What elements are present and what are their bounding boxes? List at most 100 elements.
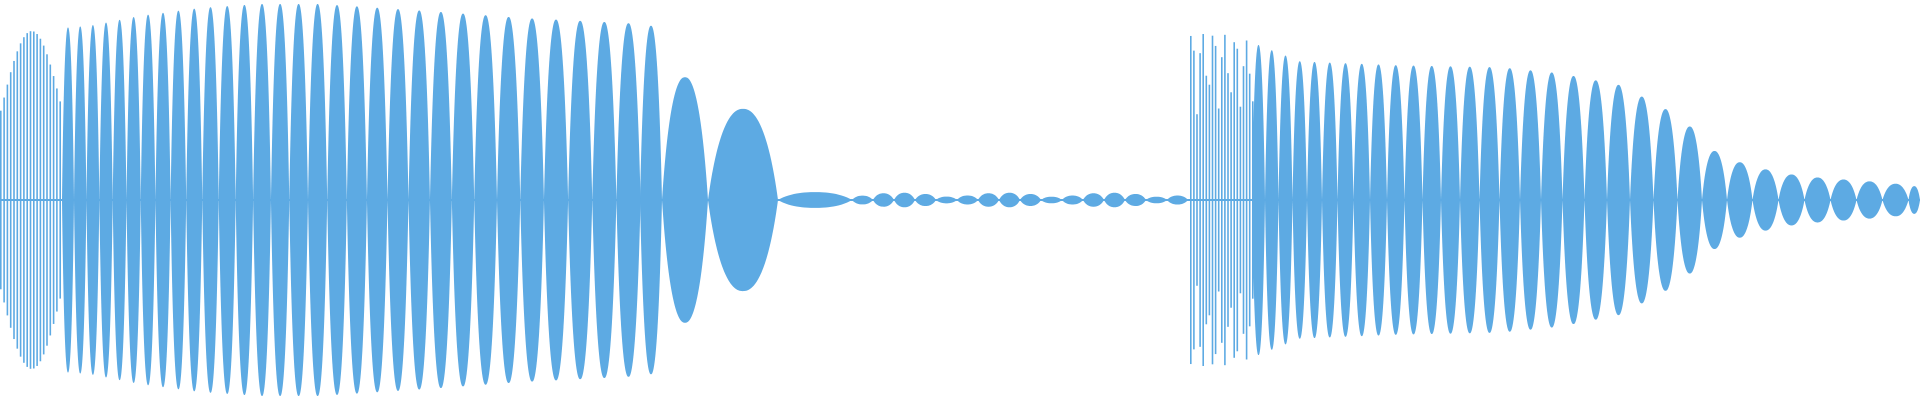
waveform-lobe <box>662 77 708 323</box>
waveform-lobe <box>497 16 521 384</box>
waveform-lobe <box>640 25 662 375</box>
waveform-lobe <box>543 19 569 381</box>
waveform-lobe <box>289 3 308 397</box>
waveform-lobe <box>1677 126 1702 274</box>
waveform-lobe <box>1653 109 1678 291</box>
waveform-lobe <box>1387 65 1405 335</box>
waveform-lobe <box>1607 84 1630 316</box>
waveform-sample-bar <box>1199 53 1201 347</box>
waveform-sample-bar <box>13 60 15 340</box>
waveform-lobe <box>429 11 452 389</box>
waveform-lobe <box>74 26 87 374</box>
waveform-lobe <box>1370 64 1387 336</box>
waveform-lobe <box>202 7 219 393</box>
waveform-lobe <box>1562 75 1585 325</box>
waveform-lobe <box>308 3 328 397</box>
waveform-ripple <box>936 196 957 204</box>
waveform-ripple <box>1125 194 1146 206</box>
waveform-sample-bar <box>33 31 35 369</box>
waveform-lobe <box>253 3 271 397</box>
waveform-lobe <box>1252 44 1265 356</box>
waveform-lobe <box>1804 177 1831 223</box>
waveform-ripple <box>957 195 978 205</box>
waveform-lobe <box>1353 63 1370 337</box>
waveform-lobe <box>520 18 544 382</box>
waveform-lobe <box>186 8 203 392</box>
waveform-lobe <box>218 6 236 394</box>
waveform-sample-bar <box>26 33 28 367</box>
waveform-sample-bar <box>0 110 2 290</box>
waveform-sample-bar <box>1248 73 1251 327</box>
waveform-lobe <box>1752 169 1779 231</box>
waveform-ripple <box>1020 194 1041 206</box>
waveform-sample-bar <box>1239 106 1242 294</box>
waveform-lobe <box>451 13 475 387</box>
waveform-sample-bar <box>1190 35 1192 365</box>
waveform-ripple <box>1083 193 1104 207</box>
waveform-sample-bar <box>52 76 55 324</box>
waveform-ripple <box>852 195 873 205</box>
waveform-lobe <box>1337 63 1354 337</box>
waveform-sample-bar <box>49 64 52 336</box>
waveform-lobe <box>140 14 156 386</box>
waveform-lobe <box>1422 65 1441 335</box>
waveform-sample-bar <box>1236 48 1239 352</box>
waveform-shapes <box>0 3 1920 397</box>
waveform-lobe <box>1702 150 1727 250</box>
waveform-lobe <box>778 192 852 208</box>
waveform-lobe <box>327 5 347 395</box>
waveform-sample-bar <box>19 43 22 357</box>
waveform-lobe <box>1778 174 1805 226</box>
waveform-lobe <box>568 20 593 380</box>
waveform-sample-bar <box>1205 75 1208 325</box>
waveform-lobe <box>474 15 497 385</box>
waveform-ripple <box>1104 192 1125 208</box>
waveform-lobe <box>170 10 187 390</box>
waveform-sample-bar <box>1245 40 1248 360</box>
waveform-sample-bar <box>1233 42 1235 358</box>
waveform-sample-bar <box>1211 35 1214 365</box>
waveform-lobe <box>1441 66 1460 334</box>
waveform-lobe <box>1404 65 1423 335</box>
waveform-lobe <box>1278 55 1293 345</box>
waveform-lobe <box>1265 50 1279 350</box>
waveform-lobe <box>387 9 409 391</box>
waveform-lobe <box>1882 183 1909 217</box>
waveform-lobe <box>99 22 113 378</box>
waveform-sample-bar <box>1202 34 1204 366</box>
waveform-lobe <box>1830 179 1857 221</box>
waveform-ripple <box>978 193 999 207</box>
waveform-sample-bar <box>46 54 48 346</box>
waveform-lobe <box>1499 68 1520 332</box>
waveform-sample-bar <box>1221 57 1223 343</box>
waveform-sample-bar <box>3 97 5 303</box>
waveform-ripple <box>999 192 1020 208</box>
waveform-lobe <box>112 19 127 381</box>
waveform-lobe <box>1856 181 1883 219</box>
waveform-lobe <box>592 22 617 378</box>
waveform-ripple <box>894 192 915 208</box>
waveform-ripple <box>915 193 936 207</box>
waveform-sample-bar <box>59 101 61 299</box>
waveform-lobe <box>408 10 430 390</box>
waveform-lobe <box>1322 62 1338 338</box>
waveform-lobe <box>126 17 141 383</box>
waveform-sample-bar <box>1217 108 1220 292</box>
waveform-sample-bar <box>56 88 58 312</box>
waveform-lobe <box>1630 96 1654 304</box>
waveform-sample-bar <box>1230 92 1232 308</box>
waveform-sample-bar <box>1227 73 1229 327</box>
waveform-ripple <box>1041 196 1062 204</box>
waveform-sample-bar <box>6 84 9 316</box>
waveform-ripple <box>1167 195 1188 205</box>
waveform-sample-bar <box>1214 45 1217 355</box>
waveform-lobe <box>1479 67 1500 333</box>
waveform-lobe <box>1460 66 1480 334</box>
waveform-lobe <box>1292 61 1307 339</box>
waveform-lobe <box>86 25 100 375</box>
waveform-lobe <box>62 27 74 373</box>
waveform-sample-bar <box>1196 114 1198 286</box>
waveform-lobe <box>708 108 778 292</box>
